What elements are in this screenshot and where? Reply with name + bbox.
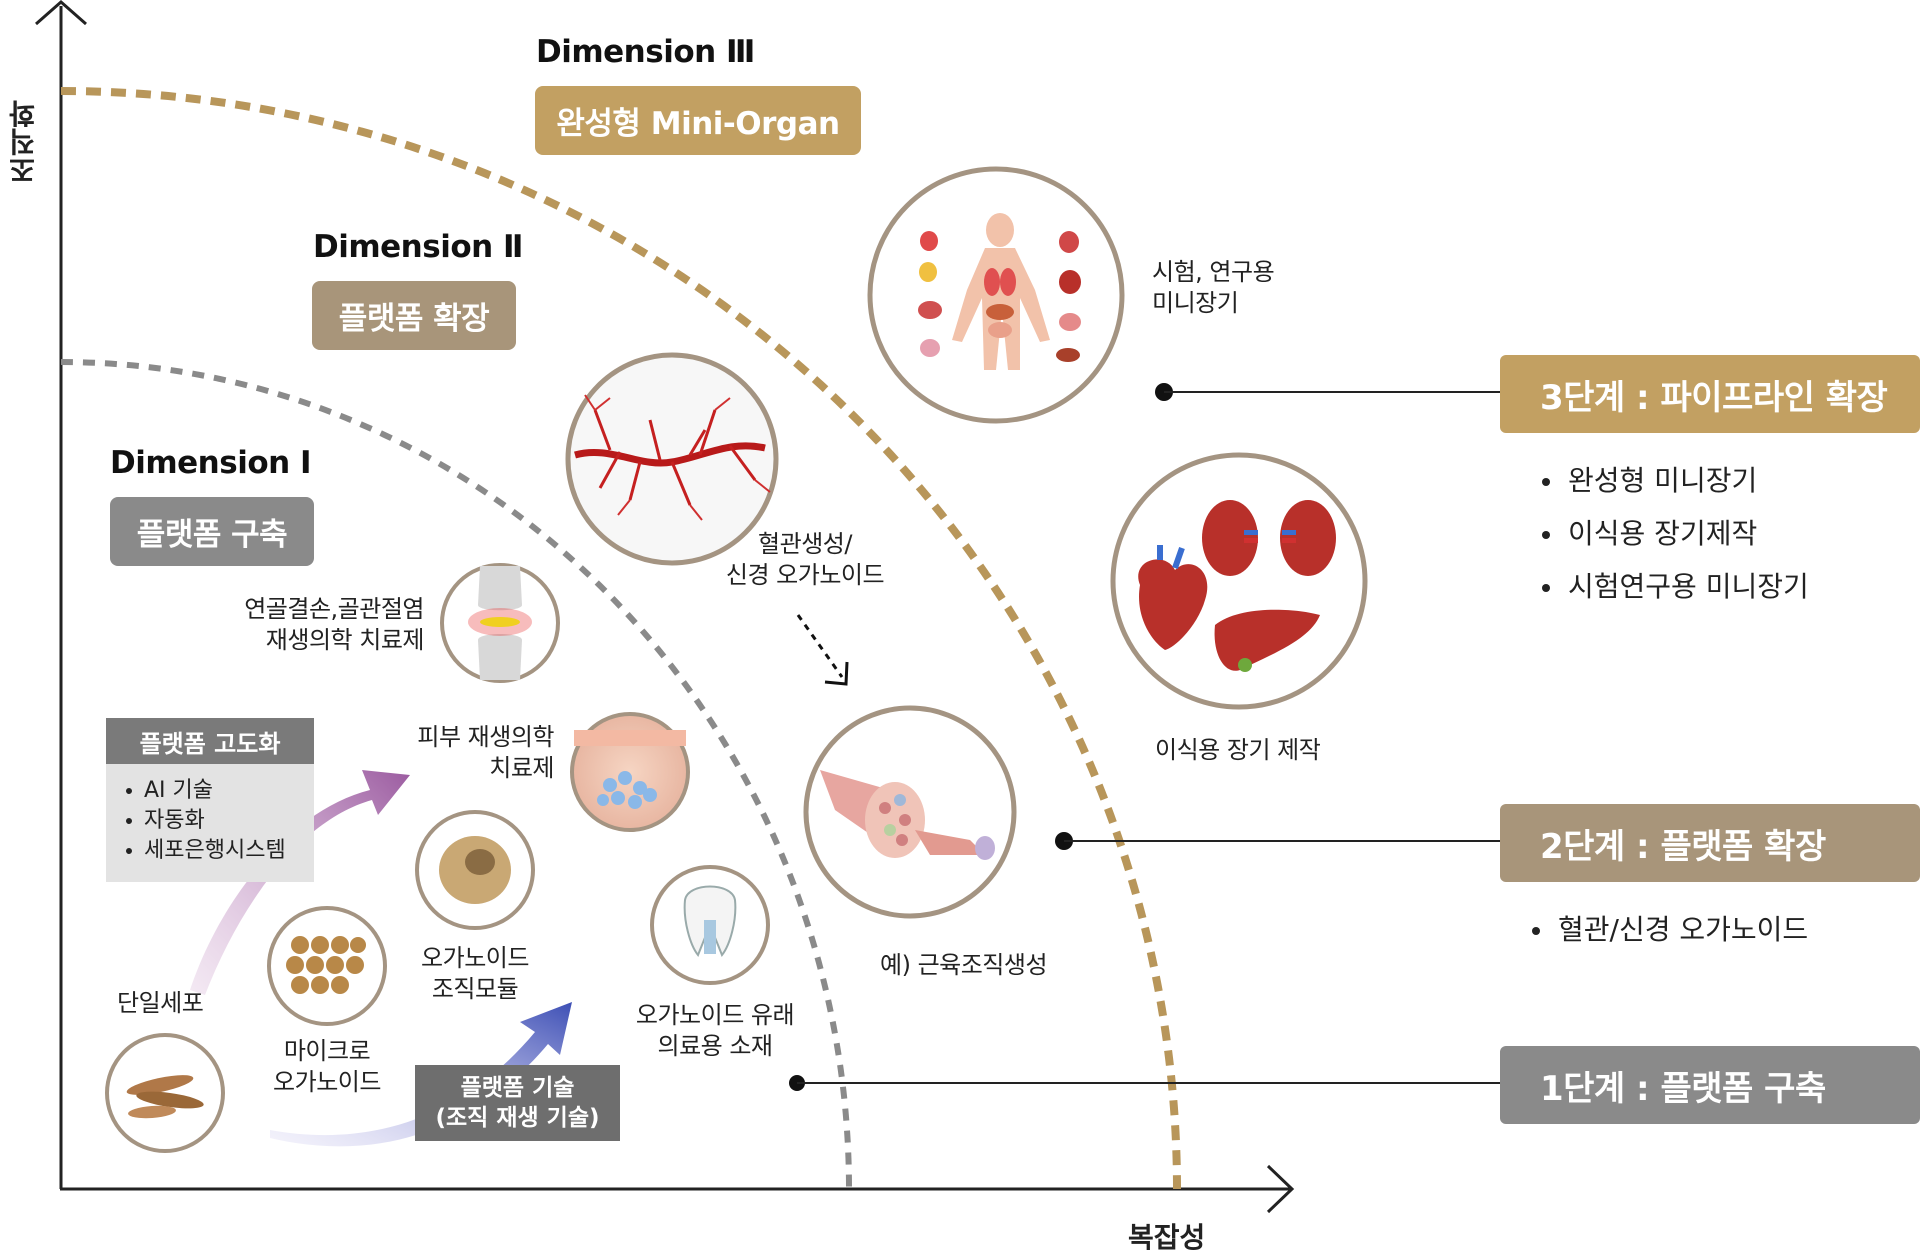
x-axis-label: 복잡성 <box>1128 1221 1206 1254</box>
stage-2-bar: 2단계 : 플랫폼 확장 <box>1500 804 1920 882</box>
dimension-1-title: Dimension Ⅰ <box>110 445 312 481</box>
skin-layer-icon <box>570 712 690 832</box>
micro-organoid-label: 마이크로 오가노이드 <box>273 1037 381 1096</box>
organoid-cluster-icon <box>267 906 387 1026</box>
knee-joint-icon <box>440 563 560 683</box>
list-item: 시험연구용 미니장기 <box>1542 560 1809 613</box>
platform-tech-box: 플랫폼 기술 (조직 재생 기술) <box>415 1065 620 1141</box>
y-axis <box>35 0 87 1189</box>
dimension-3-pill: 완성형 Mini-Organ <box>535 86 861 155</box>
dotted-progress-arrow <box>796 614 849 686</box>
purple-growth-arrow <box>190 770 410 995</box>
dimension-1-arc <box>60 359 852 1190</box>
list-item: 세포은행시스템 <box>126 836 314 866</box>
organoid-module-label: 오가노이드 조직모듈 <box>421 944 529 1003</box>
stage-1-bar: 1단계 : 플랫폼 구축 <box>1500 1046 1920 1124</box>
dimension-1-pill: 플랫폼 구축 <box>110 497 314 566</box>
human-organs-icon <box>867 166 1125 424</box>
dimension-2-pill: 플랫폼 확장 <box>312 281 516 350</box>
list-item: 자동화 <box>126 806 314 836</box>
kidney-heart-liver-icon <box>1110 452 1368 710</box>
dimension-3-title: Dimension Ⅲ <box>536 34 755 70</box>
stage-3-bar: 3단계 : 파이프라인 확장 <box>1500 355 1920 433</box>
list-item: 완성형 미니장기 <box>1542 454 1809 507</box>
platform-upgrade-title: 플랫폼 고도화 <box>106 718 314 764</box>
medical-material-label: 오가노이드 유래 의료용 소재 <box>635 1001 795 1060</box>
stage-1-connector <box>789 1075 1500 1091</box>
blood-vessel-icon <box>565 352 779 566</box>
list-item: AI 기술 <box>126 776 314 806</box>
muscle-label: 예) 근육조직생성 <box>880 951 1048 979</box>
dimension-2-title: Dimension Ⅱ <box>313 229 523 265</box>
cartilage-label: 연골결손,골관절염 재생의학 치료제 <box>244 595 424 654</box>
y-axis-label: 조직화 <box>7 100 40 184</box>
tooth-implant-icon <box>650 865 770 985</box>
single-cell-label: 단일세포 <box>117 989 204 1017</box>
transplant-label: 이식용 장기 제작 <box>1155 736 1321 764</box>
platform-upgrade-list: AI 기술 자동화 세포은행시스템 <box>106 764 314 882</box>
research-mini-organ-label: 시험, 연구용 미니장기 <box>1152 258 1275 317</box>
cell-sphere-icon <box>415 810 535 930</box>
skin-label: 피부 재생의학 치료제 <box>417 723 554 782</box>
platform-tech-line2: (조직 재생 기술) <box>435 1105 600 1131</box>
list-item: 이식용 장기제작 <box>1542 507 1809 560</box>
stage-3-bullets: 완성형 미니장기 이식용 장기제작 시험연구용 미니장기 <box>1542 454 1809 613</box>
platform-tech-line1: 플랫폼 기술 <box>460 1075 575 1101</box>
x-axis <box>60 1164 1295 1214</box>
spindle-cells-icon <box>105 1033 225 1153</box>
list-item: 혈관/신경 오가노이드 <box>1532 903 1808 956</box>
muscle-fiber-icon <box>803 705 1017 919</box>
stage-2-bullets: 혈관/신경 오가노이드 <box>1532 903 1808 956</box>
stage-2-connector <box>1055 832 1500 850</box>
vessel-label: 혈관생성/ 신경 오가노이드 <box>725 530 885 589</box>
stage-3-connector <box>1155 383 1500 401</box>
